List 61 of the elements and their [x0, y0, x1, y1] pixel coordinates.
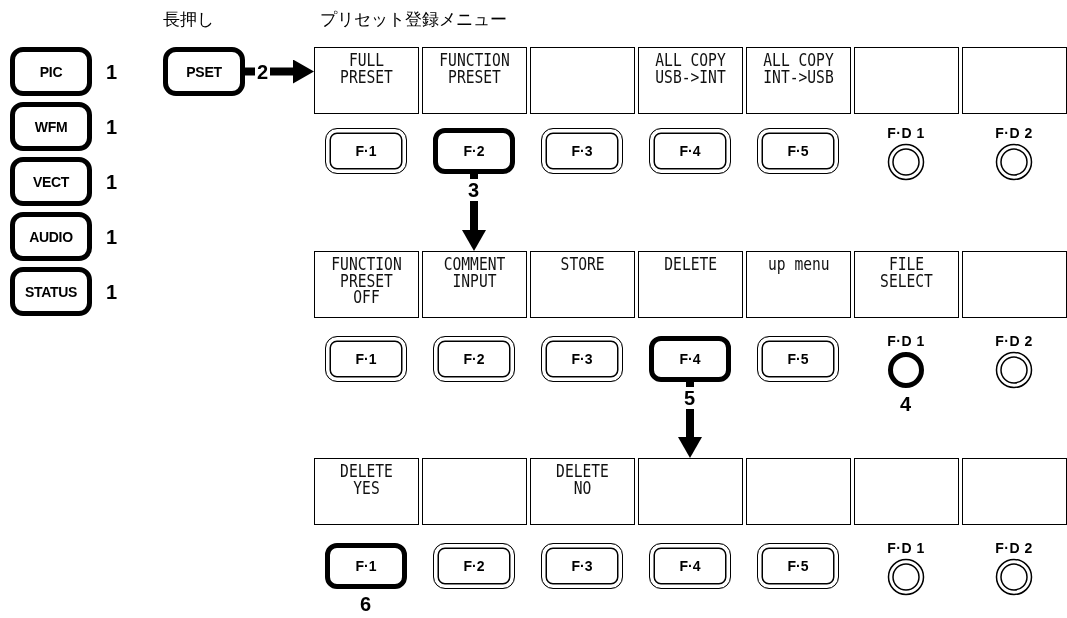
function-key: F·1 — [325, 543, 407, 589]
menu-cell — [962, 47, 1067, 114]
menu-cell: up menu — [746, 251, 851, 318]
menu-cell — [530, 47, 635, 114]
step-number: 4 — [900, 393, 912, 415]
function-key: F·5 — [757, 128, 839, 174]
menu-cell: FULL PRESET — [314, 47, 419, 114]
key-button: PSET — [163, 47, 245, 96]
step-number: 1 — [106, 60, 118, 83]
function-key: F·2 — [433, 336, 515, 382]
menu-cell: ALL COPY USB->INT — [638, 47, 743, 114]
menu-cell: FUNCTION PRESET OFF — [314, 251, 419, 318]
menu-cell — [962, 458, 1067, 525]
step-number: 6 — [360, 593, 372, 615]
knob-control: F·D 2 — [988, 540, 1040, 596]
key-button: WFM — [10, 102, 92, 151]
heading-label: 長押し — [163, 9, 214, 29]
menu-cell — [638, 458, 743, 525]
menu-cell: DELETE YES — [314, 458, 419, 525]
menu-cell — [854, 47, 959, 114]
function-key: F·1 — [325, 336, 407, 382]
knob-control: F·D 1 — [880, 125, 932, 181]
function-key: F·3 — [541, 543, 623, 589]
heading-label: プリセット登録メニュー — [320, 9, 507, 29]
function-key: F·3 — [541, 336, 623, 382]
step-number: 1 — [106, 115, 118, 138]
menu-cell: DELETE — [638, 251, 743, 318]
key-button: STATUS — [10, 267, 92, 316]
function-key: F·1 — [325, 128, 407, 174]
function-key: F·4 — [649, 336, 731, 382]
function-key: F·2 — [433, 128, 515, 174]
menu-cell: FUNCTION PRESET — [422, 47, 527, 114]
menu-cell — [962, 251, 1067, 318]
function-key: F·4 — [649, 128, 731, 174]
edge-label: 5 — [682, 387, 698, 409]
edge-label: 3 — [466, 179, 482, 201]
menu-cell: DELETE NO — [530, 458, 635, 525]
knob-control: F·D 2 — [988, 125, 1040, 181]
key-button: AUDIO — [10, 212, 92, 261]
step-number: 1 — [106, 170, 118, 193]
menu-cell — [746, 458, 851, 525]
key-button: VECT — [10, 157, 92, 206]
menu-cell — [422, 458, 527, 525]
arrow — [245, 59, 314, 84]
step-number: 1 — [106, 280, 118, 303]
knob-control: F·D 1 — [880, 333, 932, 389]
knob-control: F·D 2 — [988, 333, 1040, 389]
function-key: F·5 — [757, 336, 839, 382]
menu-cell: FILE SELECT — [854, 251, 959, 318]
function-key: F·4 — [649, 543, 731, 589]
function-key: F·3 — [541, 128, 623, 174]
function-key: F·2 — [433, 543, 515, 589]
menu-cell: STORE — [530, 251, 635, 318]
step-number: 1 — [106, 225, 118, 248]
key-button: PIC — [10, 47, 92, 96]
menu-cell — [854, 458, 959, 525]
menu-cell: ALL COPY INT->USB — [746, 47, 851, 114]
arrow — [678, 382, 702, 458]
knob-control: F·D 1 — [880, 540, 932, 596]
menu-cell: COMMENT INPUT — [422, 251, 527, 318]
function-key: F·5 — [757, 543, 839, 589]
